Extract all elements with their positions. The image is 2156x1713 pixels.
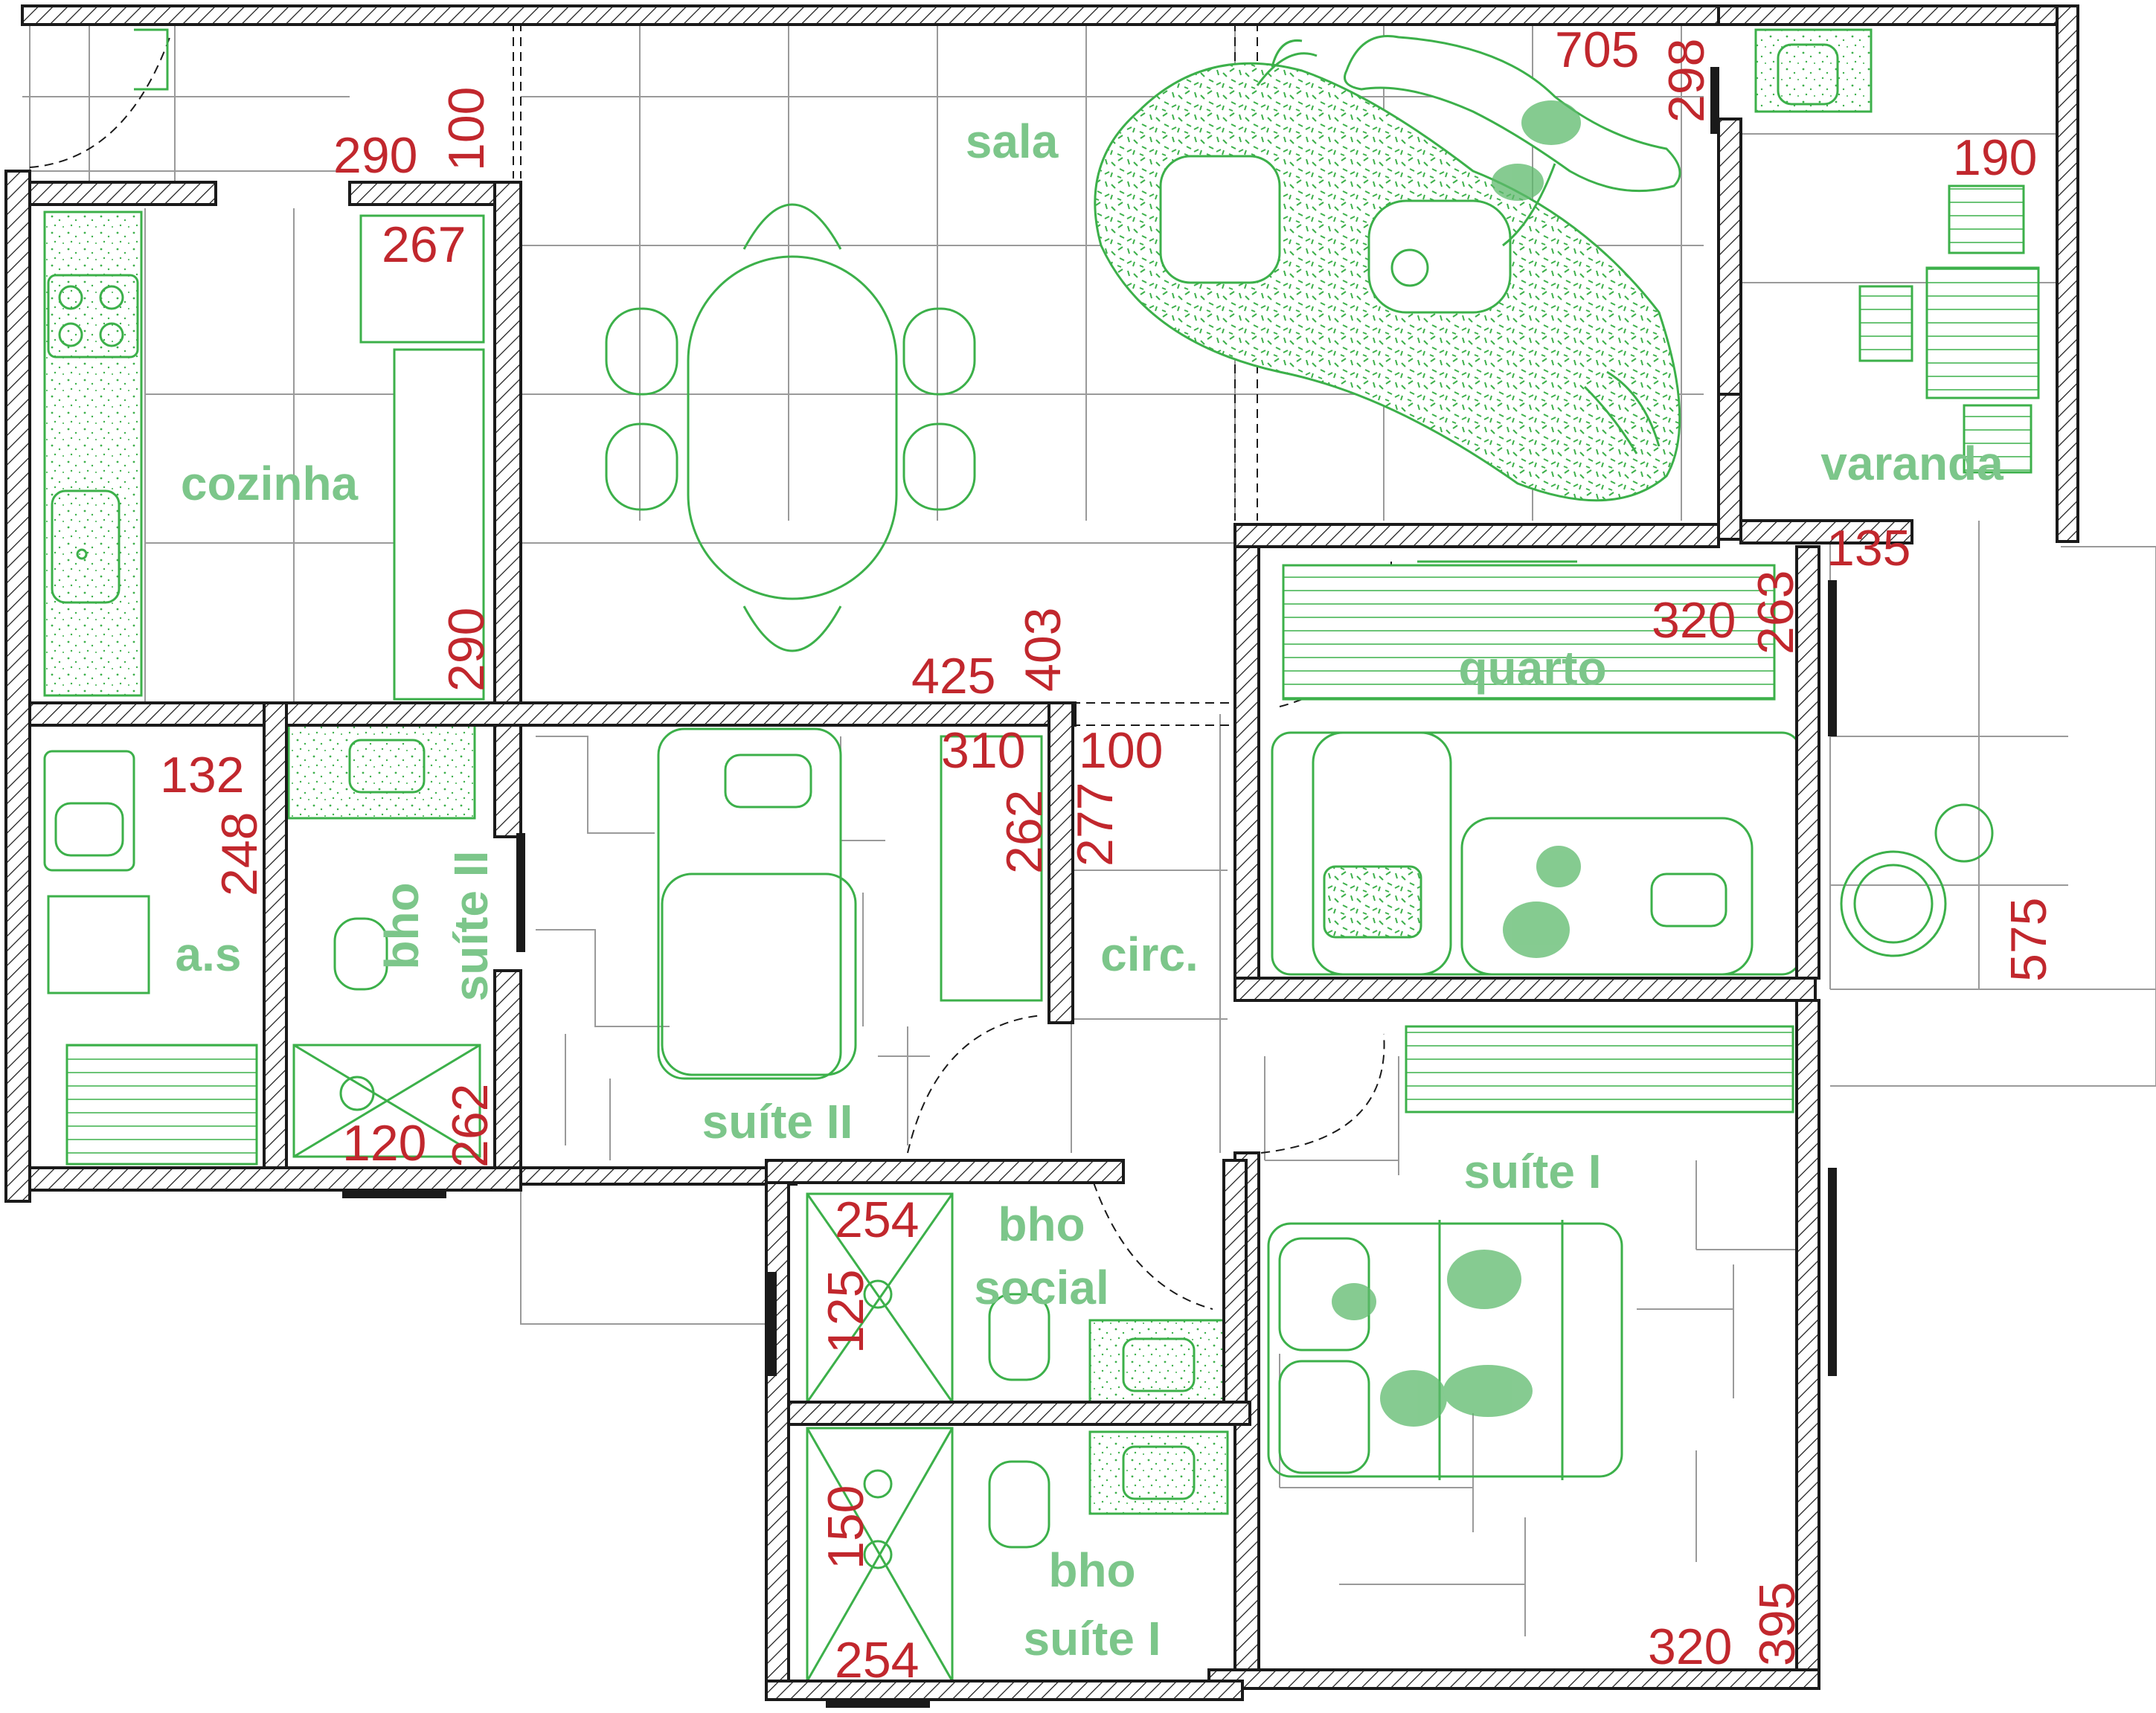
dim-circ-width: 100 [1079,722,1163,779]
room-label-quarto: quarto [1458,641,1606,695]
room-label-bho-social-b: social [974,1261,1109,1314]
room-label-cozinha: cozinha [181,457,359,510]
room-label-suite2: suíte II [702,1095,853,1148]
dim-cozinha-height: 290 [438,608,495,692]
room-label-bho-suite2-b: suíte II [444,851,498,1002]
dimension-labels: 705 298 290 100 190 135 575 267 290 425 … [160,22,2057,1688]
dim-varanda-width-2: 135 [1826,520,1910,576]
dim-quarto-width: 320 [1652,592,1736,649]
room-label-circ: circ. [1100,928,1199,981]
furniture-layer [43,28,2040,1683]
room-label-as: a.s [176,928,242,981]
dim-hall-height: 100 [438,87,495,171]
dim-bho-social-width: 254 [835,1192,919,1248]
dim-sala-height: 298 [1658,39,1715,123]
dim-cozinha-width: 267 [382,216,466,273]
room-label-bho-suite1-a: bho [1048,1543,1135,1597]
dim-suite2-height: 262 [996,790,1053,874]
windows [342,67,1837,1708]
room-label-sala: sala [966,115,1059,168]
dim-suite1-height: 395 [1749,1582,1806,1666]
room-label-bho-suite1-b: suíte I [1024,1612,1161,1665]
dim-suite1-width: 320 [1648,1619,1732,1675]
dim-dining-height: 403 [1015,608,1071,692]
dim-sala-width: 705 [1555,22,1639,78]
dim-bho-social-height: 125 [818,1270,874,1354]
dim-hall-width: 290 [333,127,417,184]
room-label-bho-social-a: bho [998,1198,1085,1251]
dim-quarto-height: 263 [1748,571,1804,655]
dim-bho-suite1-width: 254 [835,1632,919,1688]
room-labels: sala cozinha varanda quarto a.s bho suít… [176,115,2004,1665]
walls [4,4,2079,1701]
dim-as-height: 248 [211,812,268,896]
room-label-varanda: varanda [1820,437,2003,490]
dim-circ-height: 277 [1067,782,1123,867]
room-label-suite1: suíte I [1464,1145,1602,1198]
dim-varanda-height: 575 [2001,898,2057,982]
dim-bho-suite2-height: 262 [442,1084,498,1168]
people-illustrations [1332,100,1581,1427]
dim-suite2-width: 310 [941,722,1025,779]
dim-as-width: 132 [160,747,244,803]
dim-varanda-width: 190 [1953,129,2037,186]
dim-bho-suite2-width: 120 [342,1115,426,1172]
room-label-bho-suite2-a: bho [375,882,429,969]
dim-bho-suite1-height: 150 [818,1485,874,1569]
dim-dining-width: 425 [911,648,995,704]
